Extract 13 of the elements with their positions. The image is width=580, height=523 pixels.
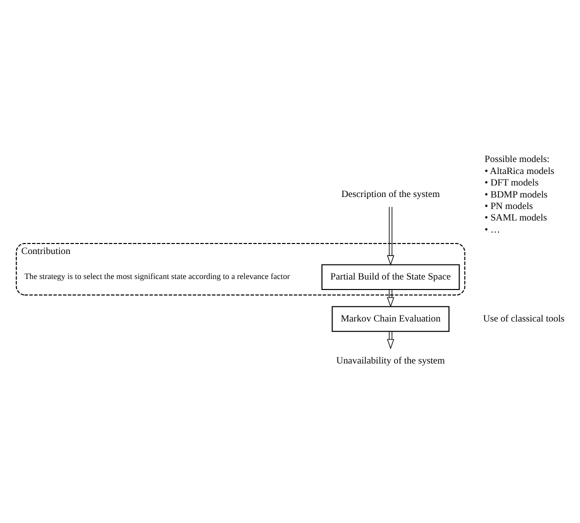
node-box: Partial Build of the State Space (321, 264, 460, 290)
label: • AltaRica models (484, 165, 554, 176)
label: • DFT models (484, 177, 539, 188)
label: • PN models (484, 200, 533, 212)
label: • BDMP models (484, 188, 548, 200)
label: • … (484, 224, 500, 235)
node-box: Markov Chain Evaluation (332, 306, 450, 332)
label: Possible models: (484, 154, 550, 165)
arrow (387, 206, 394, 266)
node-text: Description of the system (341, 188, 440, 200)
node-text: Unavailability of the system (336, 354, 445, 366)
label: Use of classical tools (483, 313, 565, 324)
label: • SAML models (484, 212, 547, 224)
